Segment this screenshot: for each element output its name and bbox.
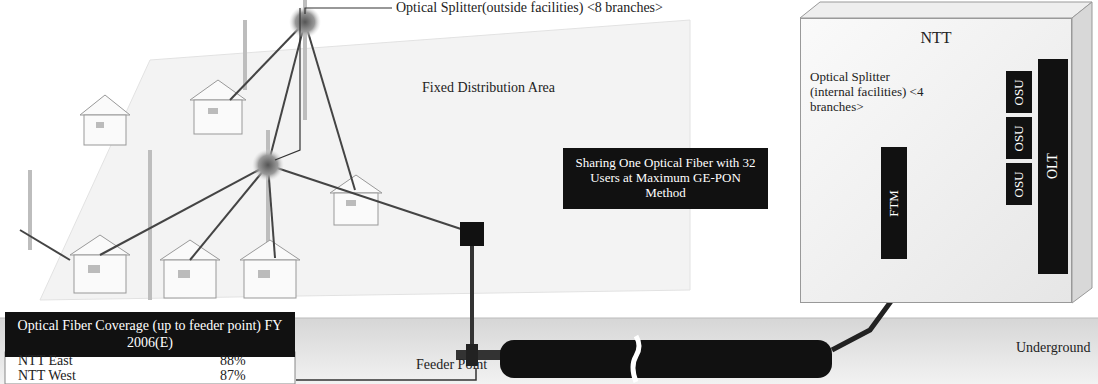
coverage-header: Optical Fiber Coverage (up to feeder poi… [5,312,295,357]
callout-label: Optical Splitter (internal facilities) <… [810,70,935,115]
node-text: OSU [1012,79,1027,105]
olt-box: OLT [1038,59,1068,274]
ground-label: Underground [1016,340,1094,356]
node-text: OSU [1012,171,1027,197]
osu-box: OSU [1006,163,1032,205]
table-cell: 87% [220,368,280,384]
node-text: Sharing One Optical Fiber with 32 Users … [570,156,761,201]
ntt-building: NTT FTM OSU OSU OSU OLT [800,18,1072,303]
area-label: Fixed Distribution Area [422,80,602,96]
table-cell: 88% [220,353,280,369]
callout-label: Optical Splitter(outside facilities) <8 … [396,0,716,16]
node-text: Optical Fiber Coverage (up to feeder poi… [10,318,290,350]
osu-box: OSU [1006,71,1032,113]
table-cell: NTT East [18,353,138,369]
osu-box: OSU [1006,117,1032,159]
node-text: FTM [887,190,902,217]
feeder-label: Feeder Point [416,357,506,373]
node-text: NTT [920,29,951,47]
table-cell: NTT West [18,368,138,384]
ftm-box: FTM [881,147,907,259]
method-box: Sharing One Optical Fiber with 32 Users … [563,148,768,209]
node-text: OSU [1012,125,1027,151]
node-text: OLT [1045,154,1061,180]
